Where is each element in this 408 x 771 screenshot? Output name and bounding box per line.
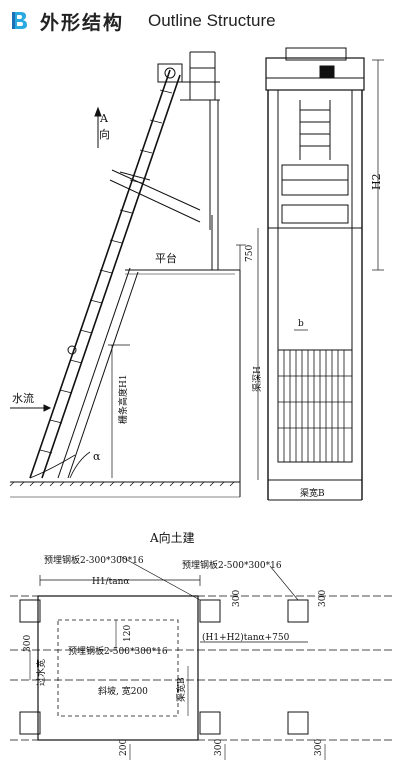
label-dim-300-d: 300	[214, 739, 224, 756]
label-dim-300-b: 300	[318, 590, 328, 607]
label-direction-a: A	[99, 112, 109, 125]
label-rack-height: 栅条高度H1	[117, 374, 129, 424]
label-b: b	[298, 319, 304, 329]
logo-icon	[12, 12, 27, 29]
header: 外形结构 Outline Structure	[0, 0, 408, 40]
side-view	[9, 51, 246, 498]
label-dim-300-e: 300	[314, 739, 324, 756]
label-dim-200: 200	[119, 739, 129, 756]
label-slope: 斜坡, 宽200	[98, 685, 148, 697]
label-dim-120: 120	[123, 625, 133, 642]
label-dim-300-c: 300	[23, 635, 33, 652]
label-h2: H2	[370, 173, 383, 190]
label-angle: α	[93, 450, 101, 463]
label-plate-left: 预埋钢板2-300*300*16	[44, 554, 144, 566]
label-overflow: 过水宽	[35, 659, 47, 686]
label-h1-tan: H1/tanα	[92, 577, 129, 587]
page-title-en: Outline Structure	[148, 11, 276, 30]
label-channel-b: 渠宽B	[175, 677, 187, 702]
label-dim-750: 750	[245, 245, 255, 262]
plan-title: A向土建	[149, 530, 195, 545]
label-platform: 平台	[155, 251, 177, 265]
plan-view	[10, 555, 395, 760]
front-view	[257, 47, 384, 501]
label-h-sum: (H1+H2)tanα+750	[202, 632, 290, 643]
page-title-cn: 外形结构	[40, 12, 125, 34]
label-channel-width: 渠宽B	[300, 487, 325, 499]
label-water-flow: 水流	[12, 391, 34, 405]
label-direction: 向	[99, 127, 110, 141]
label-plate-right: 预埋钢板2-500*300*16	[182, 559, 282, 571]
label-dim-300-a: 300	[232, 590, 242, 607]
label-plate-mid: 预埋钢板2-500*300*16	[68, 645, 168, 657]
label-channel-depth: 渠深H	[251, 366, 263, 392]
